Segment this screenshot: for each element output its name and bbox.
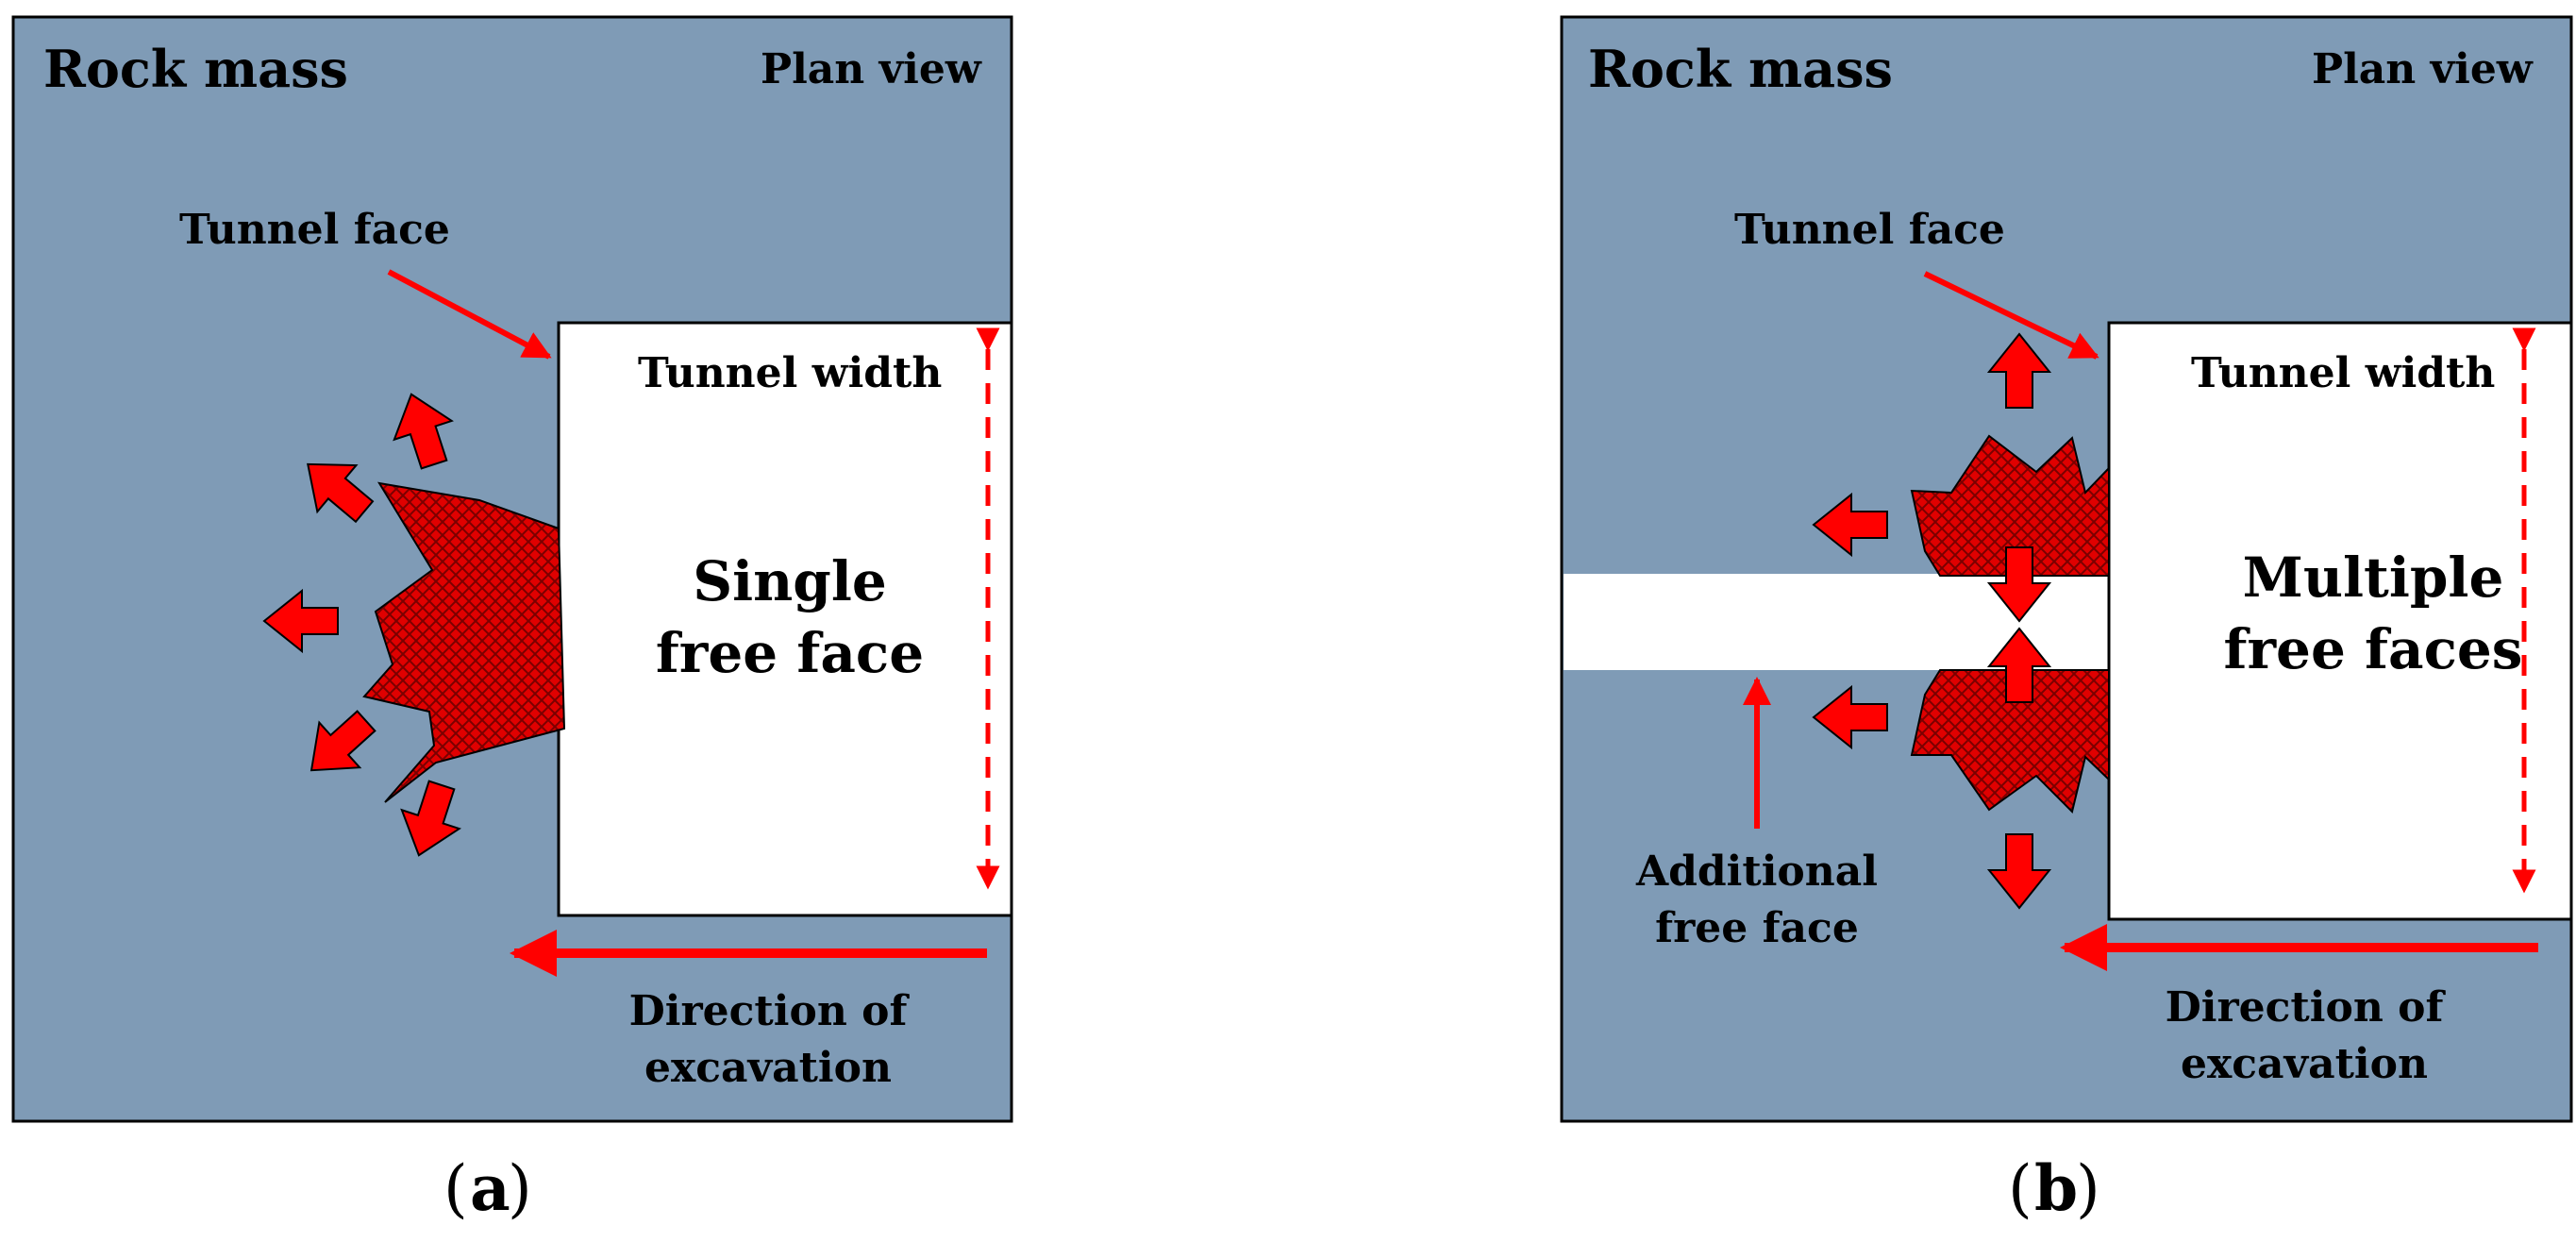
center-label-line-1: Single [693, 549, 887, 613]
caption-a-open: ( [443, 1152, 468, 1225]
tunnel [557, 321, 1013, 917]
flyrock-arrows [1812, 332, 2052, 910]
tunnel-face-label: Tunnel face [1734, 206, 2005, 254]
caption-b-open: ( [2008, 1152, 2032, 1225]
blast-fragment-lower [1910, 669, 2110, 814]
flyrock-arrow-up-top [1986, 332, 2052, 409]
tunnel [2107, 321, 2573, 921]
direction-label-line-1: Direction of [2166, 983, 2447, 1032]
plan-view-label: Plan view [761, 45, 982, 93]
flyrock-arrow-left-lower [1812, 684, 1888, 750]
rock-mass-label: Rock mass [43, 39, 348, 99]
direction-label-line-2: excavation [2181, 1040, 2428, 1088]
tunnel-face-pointer [387, 269, 552, 360]
flyrock-arrow-4 [309, 710, 376, 772]
center-label-line-2: free face [656, 621, 924, 685]
flyrock-arrows [262, 393, 461, 857]
panel-b: Rock mass Plan view Tunnel width Multipl… [1560, 15, 2573, 1225]
flyrock-arrow-3 [262, 588, 339, 654]
caption-a-close: ) [508, 1152, 532, 1225]
caption-a-letter: a [470, 1151, 510, 1225]
panel-a: Rock mass Plan view Tunnel width Single … [11, 15, 1013, 1225]
flyrock-arrow-down-bottom [1986, 833, 2052, 910]
additional-free-face-label-line-2: free face [1655, 904, 1859, 952]
flyrock-arrow-5 [400, 780, 461, 857]
blast-fragment [362, 481, 566, 803]
center-label-line-2: free faces [2224, 617, 2523, 681]
rock-mass-label: Rock mass [1588, 39, 1893, 99]
blast-fragment-upper [1910, 434, 2110, 577]
flyrock-arrow-left-upper [1812, 492, 1888, 558]
caption-b-letter: b [2034, 1151, 2078, 1225]
direction-label-line-2: excavation [644, 1044, 892, 1092]
tunnel-width-label: Tunnel width [2191, 349, 2495, 397]
additional-free-face-label-line-1: Additional [1635, 848, 1878, 896]
caption-b-close: ) [2076, 1152, 2100, 1225]
plan-view-label: Plan view [2312, 45, 2534, 93]
tunnel-face-pointer [1923, 271, 2099, 360]
direction-label-line-1: Direction of [629, 987, 911, 1035]
flyrock-arrow-2 [307, 462, 375, 524]
tunnel-width-label: Tunnel width [638, 349, 942, 397]
flyrock-arrow-up-into-slot [1986, 627, 2052, 703]
tunnel-face-label: Tunnel face [179, 206, 450, 254]
flyrock-arrow-down-into-slot [1986, 546, 2052, 623]
center-label-line-1: Multiple [2243, 545, 2504, 610]
flyrock-arrow-1 [393, 393, 454, 470]
